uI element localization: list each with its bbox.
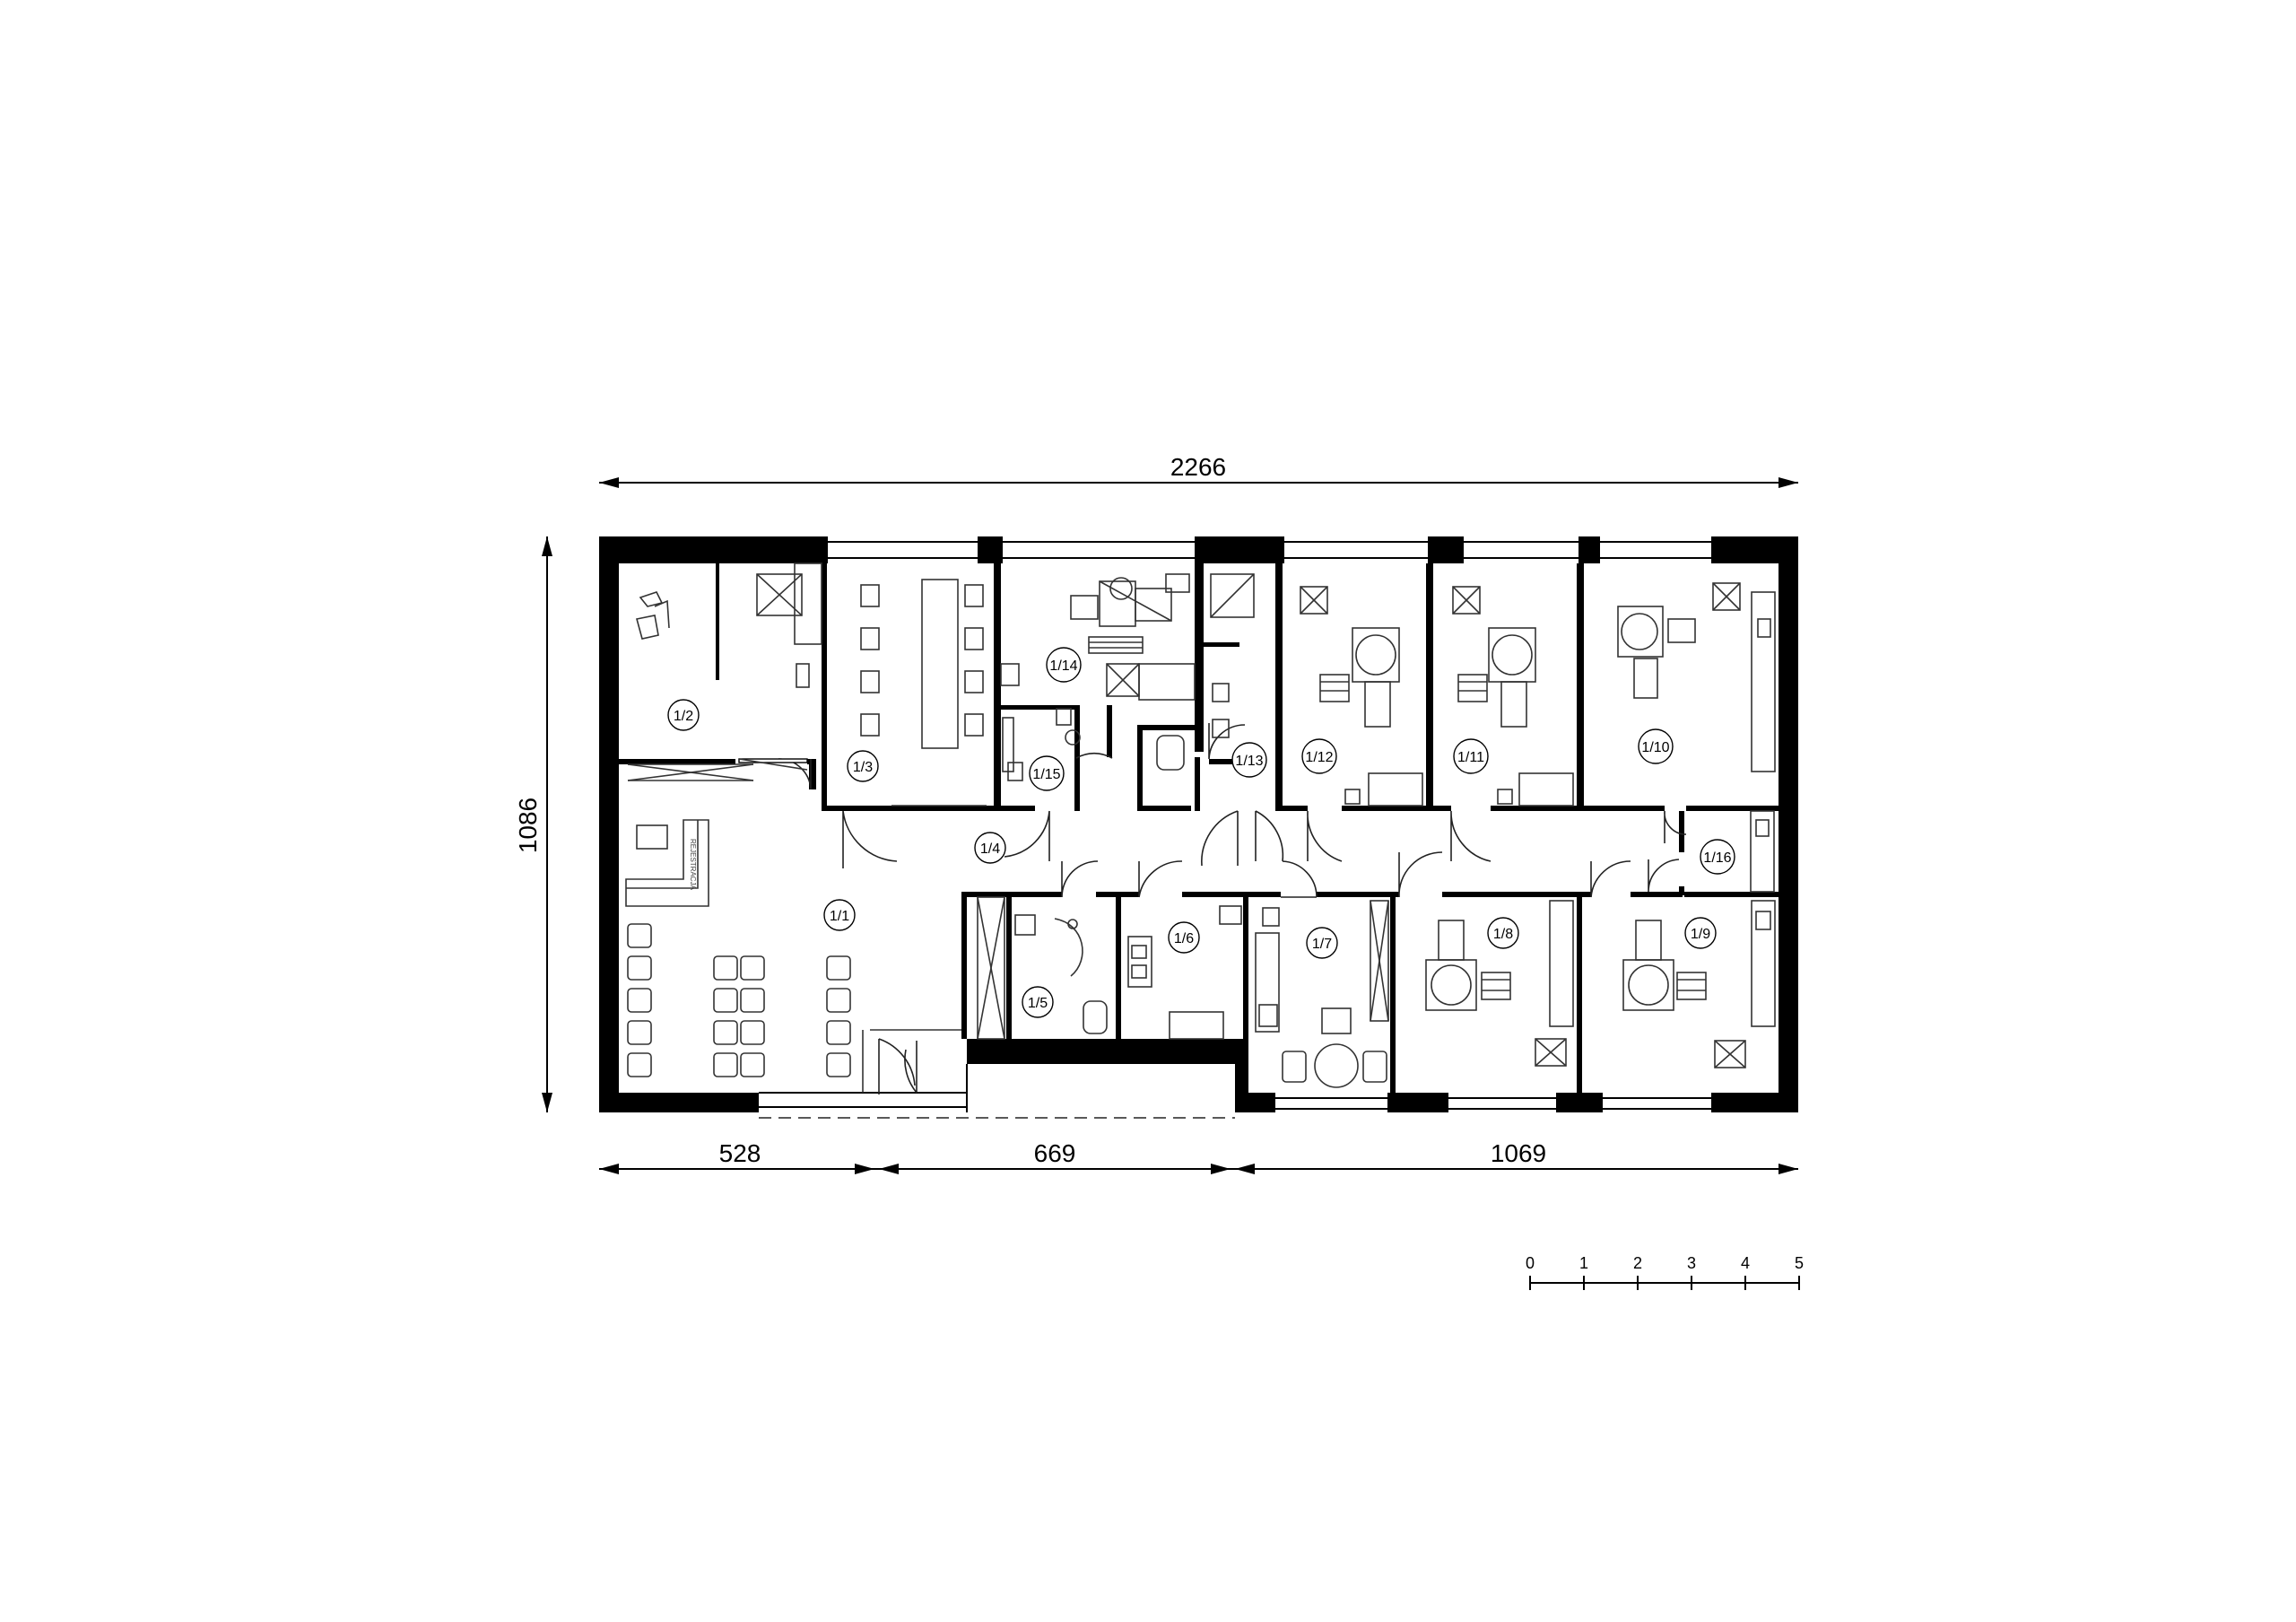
scale-tick-0: 0 bbox=[1526, 1254, 1535, 1272]
svg-text:1/15: 1/15 bbox=[1032, 767, 1060, 782]
furniture-1-5 bbox=[1014, 914, 1108, 1034]
chairs-column-3 bbox=[826, 955, 851, 1077]
room-label-1-16: 1/16 bbox=[1700, 839, 1735, 875]
scale-bar: 0 1 2 3 4 5 bbox=[1526, 1254, 1804, 1290]
furniture-1-2 bbox=[636, 562, 822, 771]
svg-text:1/1: 1/1 bbox=[830, 909, 849, 924]
furniture-1-1: REJESTRACJA bbox=[619, 759, 961, 1093]
scale-tick-1: 1 bbox=[1579, 1254, 1588, 1272]
svg-text:1/8: 1/8 bbox=[1493, 927, 1513, 942]
svg-text:1/13: 1/13 bbox=[1235, 754, 1263, 769]
dimension-top: 2266 bbox=[599, 453, 1798, 488]
dimension-left: 1086 bbox=[514, 536, 552, 1112]
scale-tick-2: 2 bbox=[1633, 1254, 1642, 1272]
furniture-1-11 bbox=[1452, 586, 1574, 807]
scale-tick-4: 4 bbox=[1741, 1254, 1750, 1272]
dim-total-width: 2266 bbox=[1170, 453, 1226, 481]
room-label-1-11: 1/11 bbox=[1453, 738, 1489, 774]
room-label-1-14: 1/14 bbox=[1046, 647, 1082, 683]
room-label-1-1: 1/1 bbox=[823, 899, 856, 931]
svg-text:1/6: 1/6 bbox=[1174, 931, 1194, 946]
furniture-1-16 bbox=[1750, 810, 1775, 893]
furniture-1-10 bbox=[1617, 582, 1776, 772]
room-label-1-10: 1/10 bbox=[1638, 728, 1674, 764]
room-label-1-8: 1/8 bbox=[1487, 917, 1519, 949]
dim-segment-1: 528 bbox=[719, 1139, 761, 1167]
dimension-bottom: 528 669 1069 bbox=[599, 1139, 1798, 1174]
room-label-1-5: 1/5 bbox=[1022, 986, 1054, 1018]
doors bbox=[778, 723, 1687, 1094]
scale-tick-3: 3 bbox=[1687, 1254, 1696, 1272]
furniture-1-6 bbox=[1127, 905, 1242, 1040]
furniture-1-9 bbox=[1622, 900, 1776, 1068]
dim-segment-3: 1069 bbox=[1491, 1139, 1546, 1167]
svg-text:1/11: 1/11 bbox=[1457, 750, 1484, 765]
room-label-1-7: 1/7 bbox=[1306, 927, 1338, 959]
furniture-1-8 bbox=[1425, 900, 1574, 1067]
furniture-1-13 bbox=[1210, 573, 1255, 738]
svg-text:1/4: 1/4 bbox=[980, 842, 1000, 857]
room-labels: 1/1 1/2 1/3 1/4 1/5 1/6 1/7 1/8 1/9 1/10… bbox=[667, 647, 1735, 1018]
room-label-1-4: 1/4 bbox=[974, 832, 1006, 864]
furniture-1-4 bbox=[977, 896, 1005, 1040]
room-label-1-2: 1/2 bbox=[667, 699, 700, 731]
svg-text:1/12: 1/12 bbox=[1305, 750, 1333, 765]
room-label-1-9: 1/9 bbox=[1684, 917, 1717, 949]
chairs-column-1 bbox=[627, 923, 652, 1077]
room-label-1-15: 1/15 bbox=[1029, 755, 1065, 791]
furniture-1-15 bbox=[1002, 708, 1081, 781]
svg-text:1/16: 1/16 bbox=[1703, 850, 1731, 866]
interior-walls bbox=[619, 563, 1779, 1112]
furniture-1-12 bbox=[1300, 586, 1423, 807]
svg-text:1/2: 1/2 bbox=[674, 709, 693, 724]
dim-segment-2: 669 bbox=[1034, 1139, 1076, 1167]
reception-label: REJESTRACJA bbox=[689, 839, 697, 891]
svg-text:1/9: 1/9 bbox=[1691, 927, 1710, 942]
svg-text:1/10: 1/10 bbox=[1641, 740, 1669, 755]
svg-text:1/14: 1/14 bbox=[1049, 658, 1077, 674]
furniture-1-7 bbox=[1255, 900, 1389, 1088]
exterior-walls bbox=[599, 536, 1798, 1119]
furniture-1-14 bbox=[1000, 573, 1196, 771]
room-label-1-12: 1/12 bbox=[1301, 738, 1337, 774]
room-label-1-3: 1/3 bbox=[847, 750, 879, 782]
svg-text:1/5: 1/5 bbox=[1028, 996, 1048, 1011]
dim-total-height: 1086 bbox=[514, 798, 542, 853]
room-label-1-6: 1/6 bbox=[1168, 921, 1200, 954]
furniture-1-3 bbox=[860, 579, 987, 807]
svg-text:1/3: 1/3 bbox=[853, 760, 873, 775]
scale-tick-5: 5 bbox=[1795, 1254, 1804, 1272]
chairs-column-2 bbox=[713, 955, 765, 1077]
svg-text:1/7: 1/7 bbox=[1312, 937, 1332, 952]
room-label-1-13: 1/13 bbox=[1231, 742, 1267, 778]
